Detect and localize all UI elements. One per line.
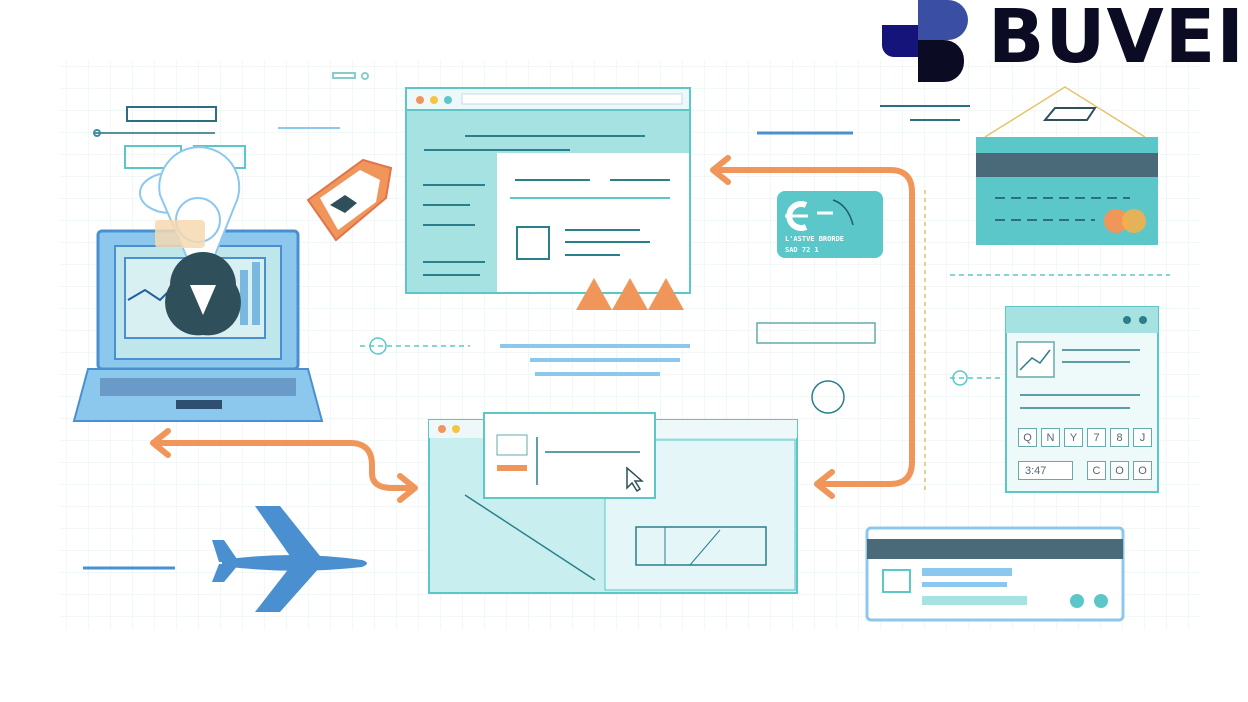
key: C: [1087, 461, 1106, 480]
key: 8: [1110, 428, 1129, 447]
key: N: [1041, 428, 1060, 447]
brand-logo-icon: [882, 0, 968, 82]
connector-lines: [83, 105, 1170, 570]
card-text-line2: SAD 72 1: [785, 246, 819, 254]
laptop-icon: [72, 146, 324, 422]
payment-card: [777, 191, 883, 258]
key: O: [1133, 461, 1152, 480]
brand-logo-text: BUVEI: [988, 0, 1245, 80]
bottom-card: [865, 526, 1125, 622]
browser-window-top: [405, 87, 691, 294]
price-tag-icon: [306, 158, 393, 242]
card-text-line1: L'ASTVE BRORDE: [785, 235, 845, 243]
credit-card-right: [976, 86, 1158, 245]
browser-window-bottom: [428, 412, 798, 594]
key: Y: [1064, 428, 1083, 447]
keypad-display: 3:47: [1018, 461, 1073, 480]
key: J: [1133, 428, 1152, 447]
flow-arrows: [150, 155, 915, 503]
key: 7: [1087, 428, 1106, 447]
airplane-icon: [212, 506, 367, 612]
warning-icons: [576, 278, 684, 310]
key: O: [1110, 461, 1129, 480]
key: Q: [1018, 428, 1037, 447]
